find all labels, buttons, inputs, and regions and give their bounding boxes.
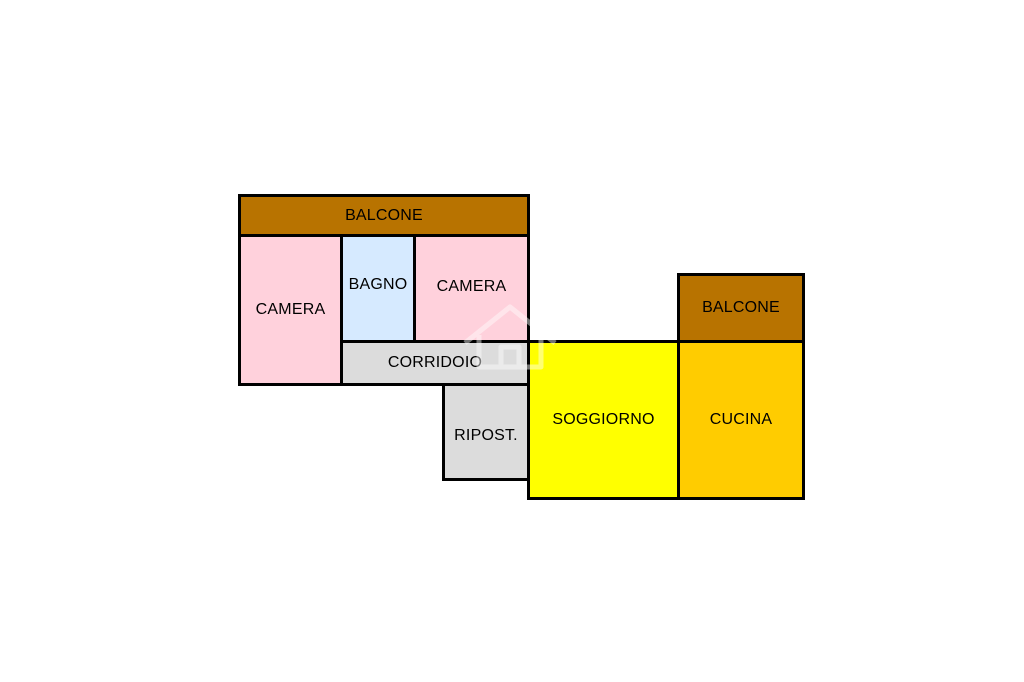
room-camera-left: CAMERA — [238, 234, 343, 386]
room-label: BALCONE — [345, 206, 423, 224]
room-label: CUCINA — [709, 411, 773, 428]
room-label: BALCONE — [702, 299, 780, 316]
room-camera-right: CAMERA — [413, 234, 530, 343]
room-balcone-top: BALCONE — [238, 194, 530, 237]
room-label: SOGGIORNO — [552, 411, 655, 428]
room-balcone-right: BALCONE — [677, 273, 805, 343]
room-ripostiglio: RIPOST. — [442, 383, 530, 481]
room-bagno: BAGNO — [340, 234, 416, 343]
room-label: CAMERA — [255, 301, 326, 318]
room-corridoio: CORRIDOIO — [340, 340, 530, 386]
room-label: BAGNO — [348, 275, 408, 293]
room-label: CORRIDOIO — [387, 354, 483, 371]
room-label: RIPOST. — [454, 427, 518, 444]
room-label: CAMERA — [436, 277, 507, 295]
room-soggiorno: SOGGIORNO — [527, 340, 680, 500]
room-cucina: CUCINA — [677, 340, 805, 500]
